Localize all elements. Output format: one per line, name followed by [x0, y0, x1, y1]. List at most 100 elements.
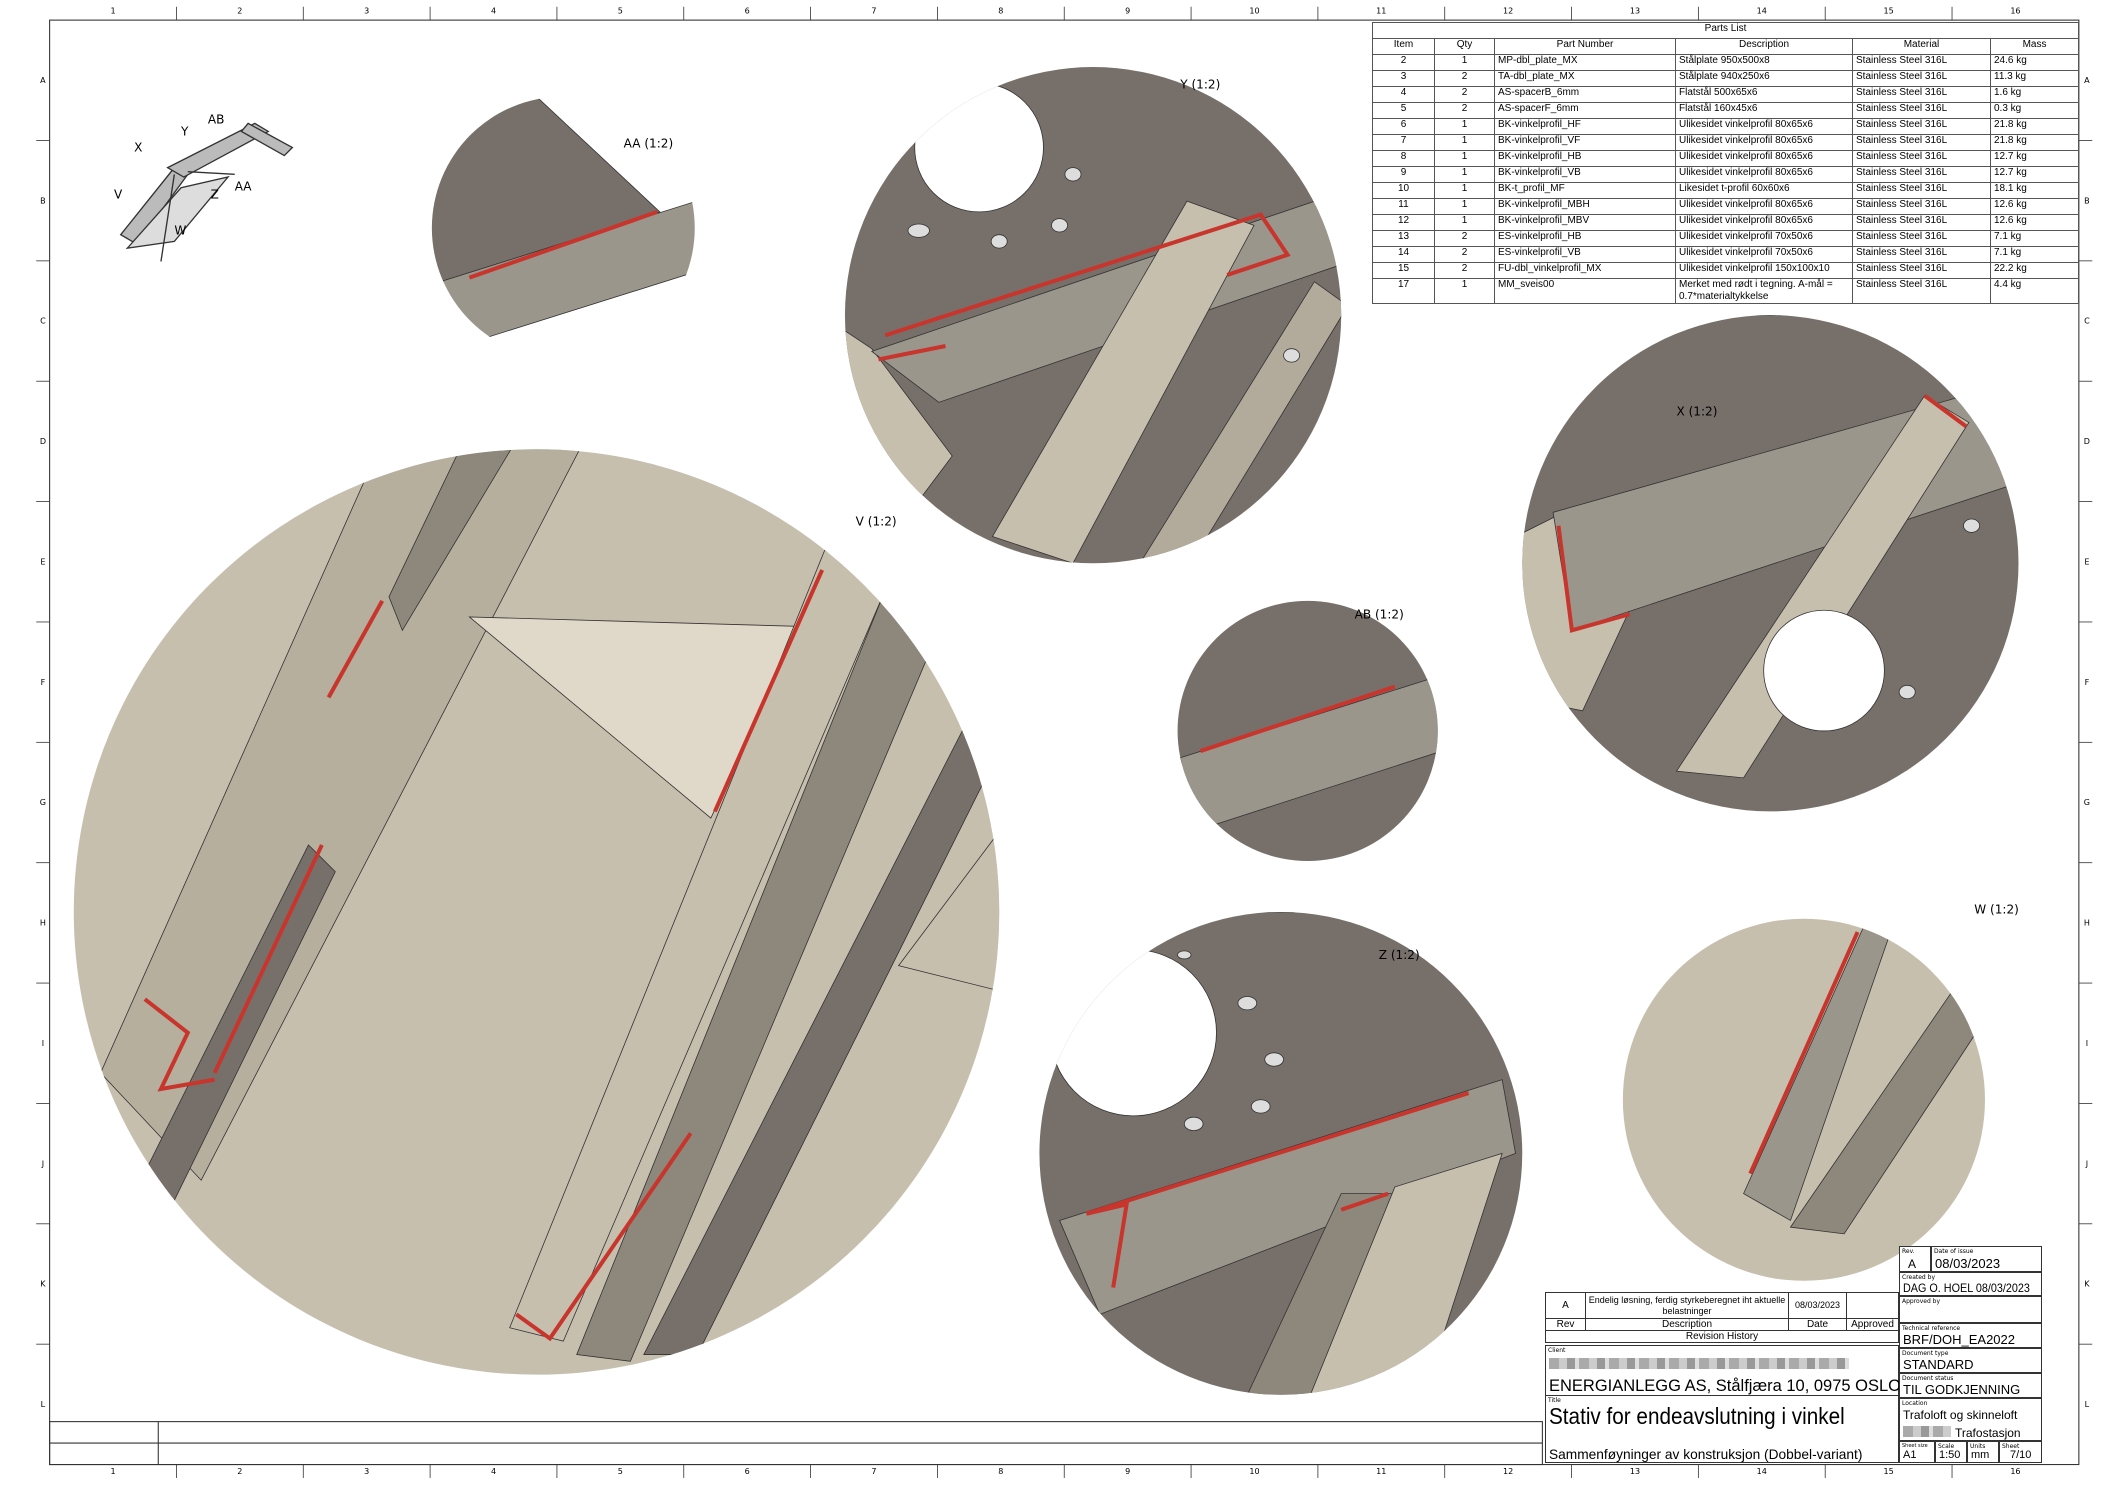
- grid-column-label: 6: [745, 1467, 750, 1476]
- date-value: 08/03/2023: [1935, 1256, 2001, 1271]
- revision-history-title: Revision History: [1545, 1330, 1899, 1343]
- parts-cell-part-number: ES-vinkelprofil_VB: [1494, 246, 1676, 263]
- parts-cell-mass: 12.6 kg: [1989, 214, 2080, 231]
- parts-cell-part-number: MP-dbl_plate_MX: [1494, 54, 1676, 71]
- client-label: Client: [1548, 1347, 1566, 1354]
- iso-label-w: W: [174, 224, 186, 238]
- parts-cell-part-number: MM_sveis00: [1494, 278, 1676, 304]
- grid-column-label: 9: [1125, 6, 1130, 15]
- view-label-z: Z (1:2): [1379, 948, 1420, 962]
- approved-label: Approved by: [1902, 1298, 1941, 1305]
- parts-cell-part-number: BK-vinkelprofil_HB: [1494, 150, 1676, 167]
- revision-date: 08/03/2023: [1788, 1292, 1847, 1319]
- rev-label: Rev.: [1902, 1248, 1915, 1255]
- status-label: Document status: [1902, 1375, 1954, 1382]
- parts-cell-item: 9: [1372, 166, 1435, 183]
- iso-label-ab: AB: [208, 112, 225, 126]
- parts-cell-qty: 1: [1434, 278, 1495, 304]
- grid-column-label: 16: [2010, 6, 2020, 15]
- sheetsize-value: A1: [1903, 1449, 1917, 1461]
- parts-cell-item: 6: [1372, 118, 1435, 135]
- parts-cell-item: 7: [1372, 134, 1435, 151]
- parts-cell-part-number: ES-vinkelprofil_HB: [1494, 230, 1676, 247]
- sheet-value: 7/10: [2010, 1449, 2032, 1461]
- isometric-overview: X Y AB V Z W AA: [114, 112, 294, 262]
- grid-column-label: 8: [998, 1467, 1003, 1476]
- parts-cell-part-number: BK-vinkelprofil_HF: [1494, 118, 1676, 135]
- grid-row-label: J: [41, 1159, 44, 1168]
- parts-cell-mass: 12.6 kg: [1989, 198, 2080, 215]
- grid-column-label: 11: [1376, 6, 1386, 15]
- parts-cell-material: Stainless Steel 316L: [1852, 54, 1991, 71]
- parts-cell-material: Stainless Steel 316L: [1852, 230, 1991, 247]
- grid-column-label: 10: [1249, 6, 1259, 15]
- parts-cell-description: Ulikesidet vinkelprofil 80x65x6: [1675, 166, 1853, 183]
- grid-column-label: 1: [110, 1467, 115, 1476]
- parts-cell-item: 2: [1372, 54, 1435, 71]
- parts-cell-material: Stainless Steel 316L: [1852, 278, 1991, 304]
- parts-cell-item: 8: [1372, 150, 1435, 167]
- detail-view-w: W (1:2): [1622, 902, 2019, 1281]
- revision-header-description: Description: [1585, 1318, 1789, 1331]
- grid-row-label: J: [2085, 1159, 2088, 1168]
- parts-cell-material: Stainless Steel 316L: [1852, 182, 1991, 199]
- grid-row-label: B: [40, 196, 46, 205]
- sheet-box: Sheet 7/10: [1999, 1441, 2042, 1463]
- location-box: Location Trafoloft og skinneloft Trafost…: [1899, 1398, 2042, 1441]
- parts-cell-item: 13: [1372, 230, 1435, 247]
- revision-description: Endelig løsning, ferdig styrkeberegnet i…: [1585, 1292, 1789, 1319]
- grid-row-label: H: [40, 919, 46, 928]
- parts-cell-mass: 7.1 kg: [1989, 230, 2080, 247]
- sheet-label: Sheet: [2002, 1443, 2020, 1450]
- parts-cell-qty: 1: [1434, 214, 1495, 231]
- grid-column-label: 14: [1757, 1467, 1767, 1476]
- parts-cell-material: Stainless Steel 316L: [1852, 134, 1991, 151]
- parts-cell-description: Merket med rødt i tegning. A-mål = 0.7*m…: [1675, 278, 1853, 304]
- grid-row-label: E: [40, 557, 45, 566]
- parts-cell-part-number: BK-vinkelprofil_MBV: [1494, 214, 1676, 231]
- grid-row-label: I: [42, 1039, 44, 1048]
- parts-cell-qty: 2: [1434, 70, 1495, 87]
- title-box: Title Stativ for endeavslutning i vinkel…: [1545, 1395, 1899, 1463]
- parts-cell-description: Ulikesidet vinkelprofil 80x65x6: [1675, 150, 1853, 167]
- grid-column-label: 12: [1503, 1467, 1513, 1476]
- grid-column-label: 13: [1630, 1467, 1640, 1476]
- parts-cell-description: Ulikesidet vinkelprofil 70x50x6: [1675, 230, 1853, 247]
- parts-cell-item: 17: [1372, 278, 1435, 304]
- grid-column-label: 2: [237, 1467, 242, 1476]
- redacted-location: [1903, 1426, 1951, 1437]
- location-line2: Trafostasjon: [1955, 1426, 2021, 1440]
- detail-view-aa: AA (1:2): [431, 96, 695, 352]
- techref-box: Technical reference BRF/DOH_EA2022: [1899, 1323, 2042, 1348]
- parts-cell-material: Stainless Steel 316L: [1852, 70, 1991, 87]
- grid-column-label: 13: [1630, 6, 1640, 15]
- parts-cell-description: Flatstål 500x65x6: [1675, 86, 1853, 103]
- parts-cell-item: 10: [1372, 182, 1435, 199]
- grid-column-label: 14: [1757, 6, 1767, 15]
- sheetsize-box: Sheet size A1: [1899, 1441, 1935, 1463]
- grid-row-label: C: [2084, 317, 2090, 326]
- parts-cell-qty: 1: [1434, 166, 1495, 183]
- parts-cell-part-number: AS-spacerF_6mm: [1494, 102, 1676, 119]
- techref-label: Technical reference: [1902, 1325, 1961, 1332]
- revision-header-rev: Rev: [1545, 1318, 1586, 1331]
- parts-cell-part-number: BK-t_profil_MF: [1494, 182, 1676, 199]
- iso-label-aa: AA: [235, 179, 253, 193]
- parts-cell-material: Stainless Steel 316L: [1852, 214, 1991, 231]
- units-value: mm: [1971, 1449, 1990, 1461]
- grid-column-label: 3: [364, 1467, 369, 1476]
- parts-cell-part-number: BK-vinkelprofil_VF: [1494, 134, 1676, 151]
- grid-row-label: B: [2084, 196, 2090, 205]
- detail-view-z: Z (1:2): [1039, 911, 1523, 1395]
- grid-column-label: 3: [364, 6, 369, 15]
- grid-column-label: 15: [1884, 6, 1894, 15]
- redacted-client-name: [1549, 1358, 1849, 1369]
